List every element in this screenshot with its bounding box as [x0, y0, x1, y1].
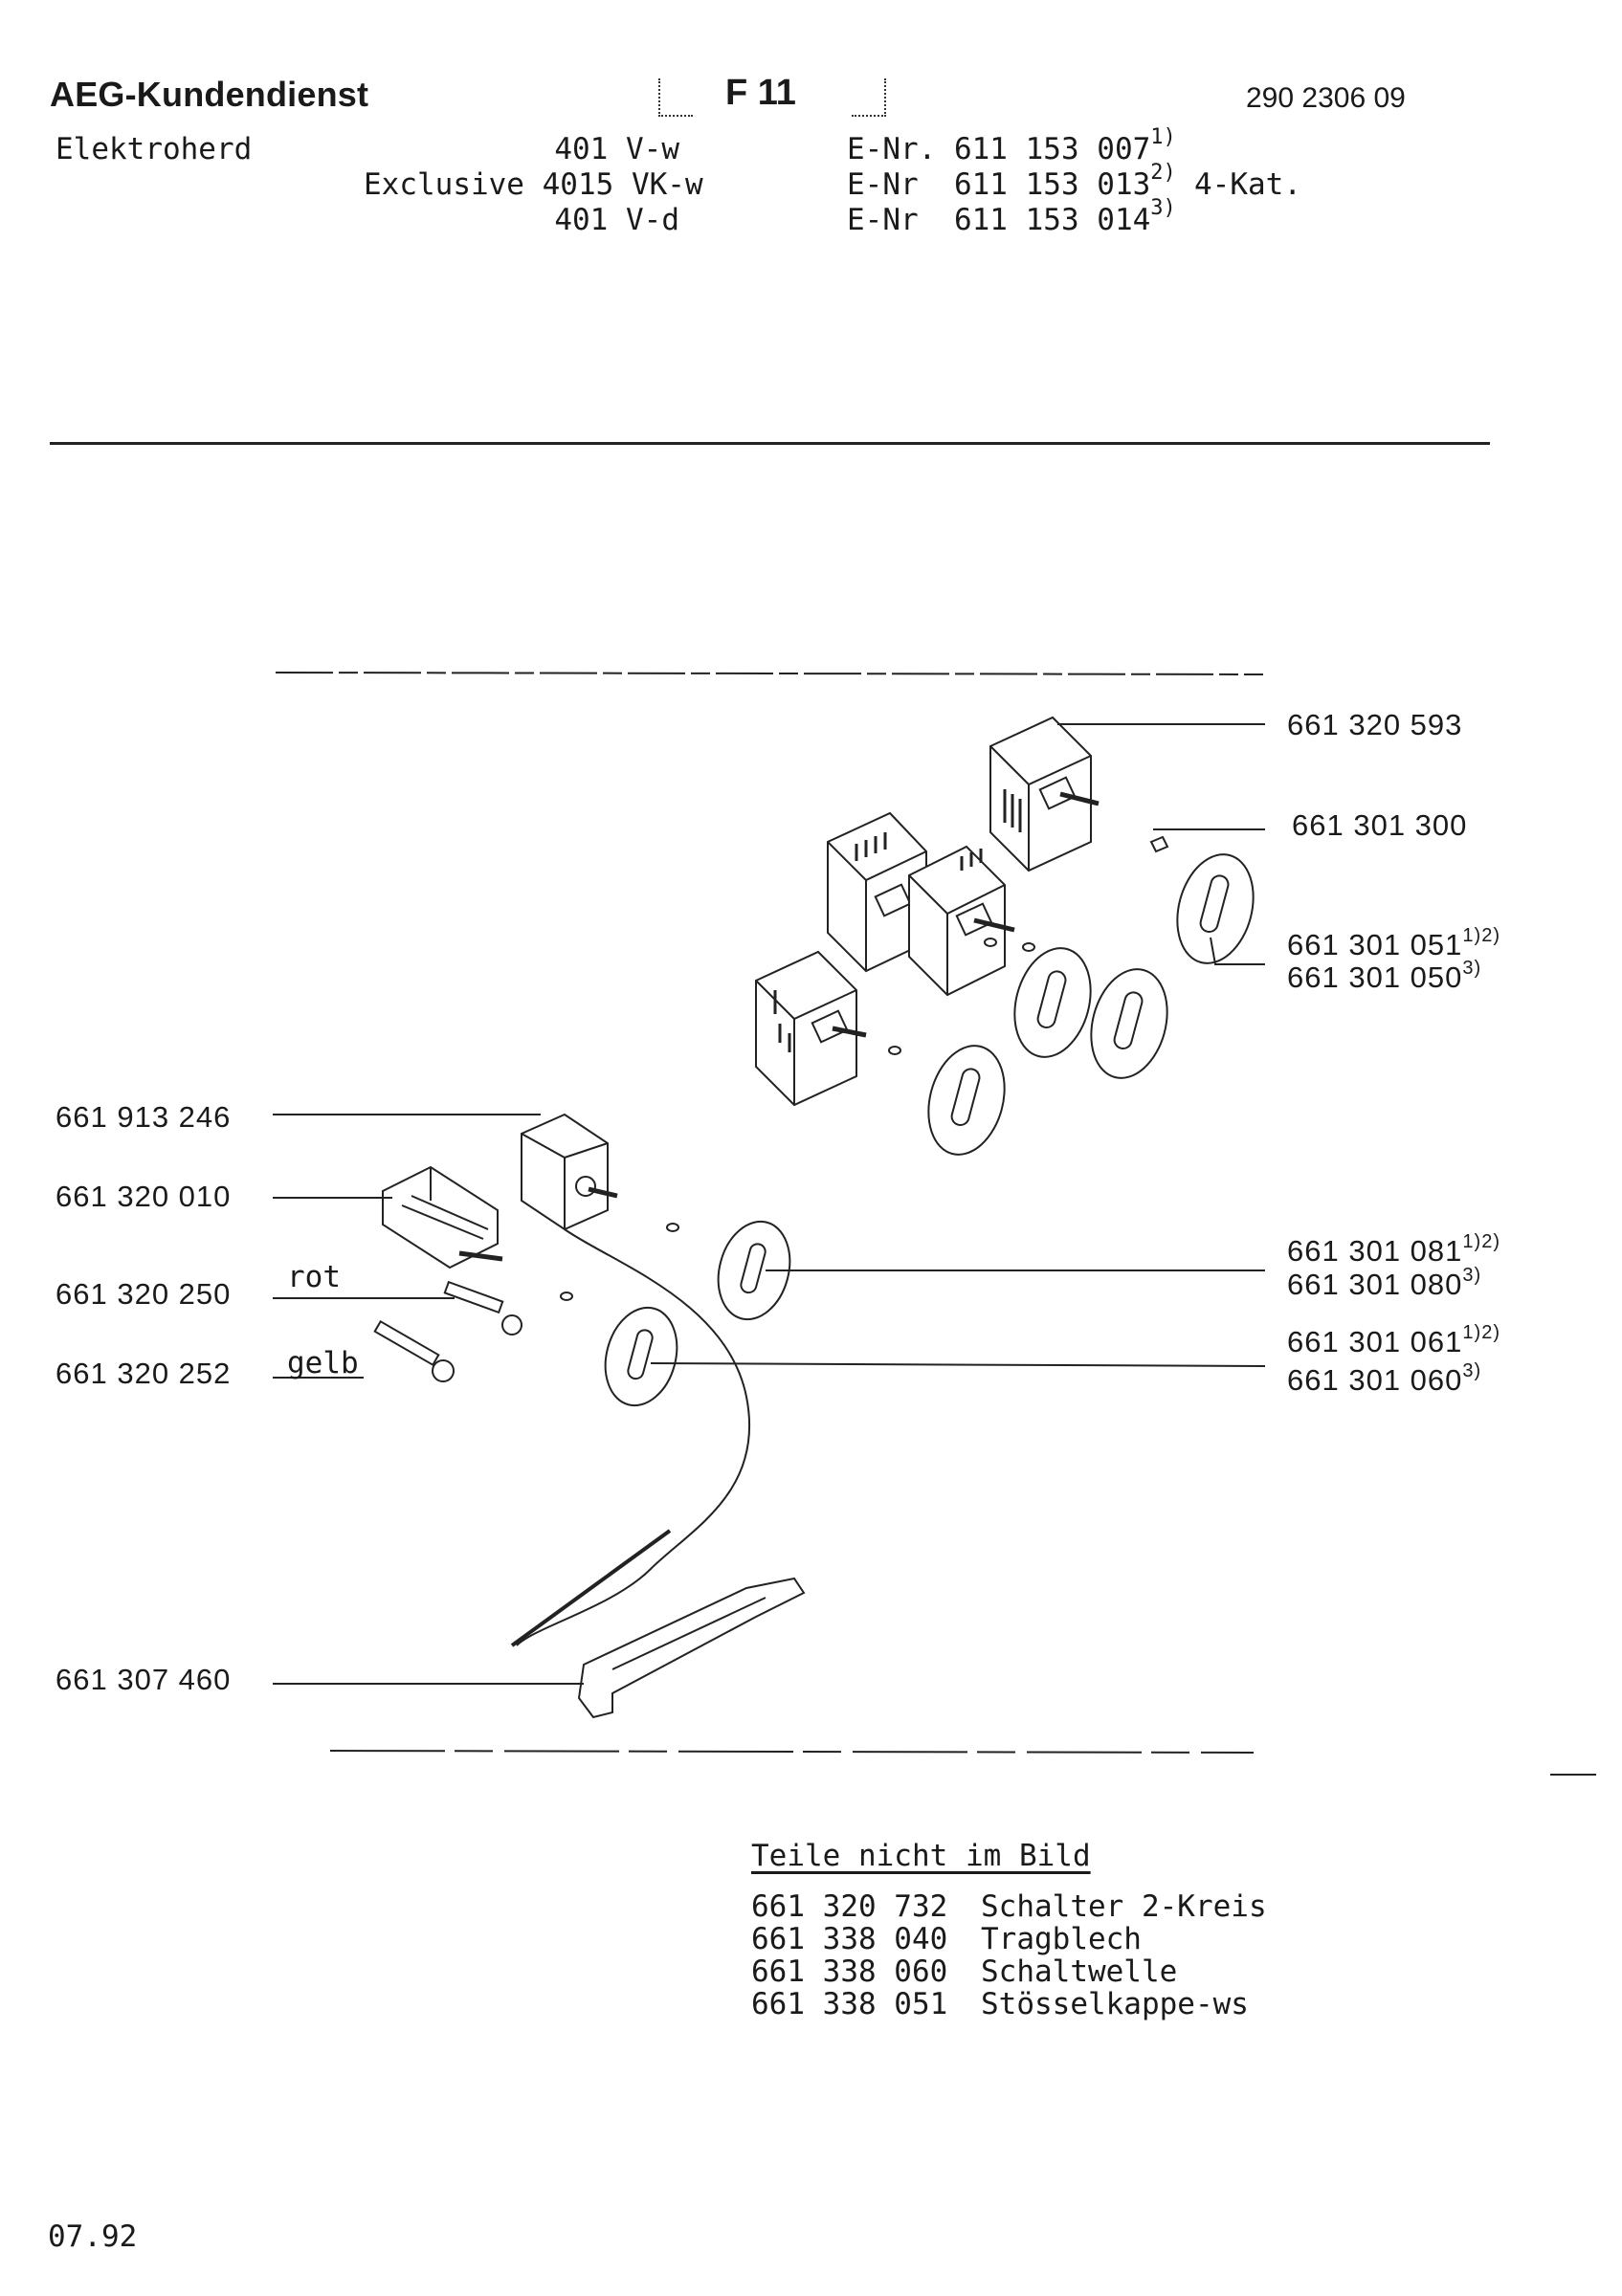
lamp-yellow	[373, 1319, 455, 1382]
parts-not-shown-title: Teile nicht im Bild	[751, 1839, 1091, 1873]
part-label-p3b: 661 301 0503)	[1287, 958, 1482, 994]
knob-mid-1	[1013, 947, 1092, 1058]
knob-front-2	[604, 1306, 678, 1407]
switch-middle-right	[908, 845, 1015, 997]
knob-lower	[927, 1045, 1006, 1156]
list-item-number: 661 338 060	[751, 1954, 948, 1989]
list-item-name: Schaltwelle	[981, 1954, 1178, 1989]
part-label-p4: 661 913 246	[56, 1100, 232, 1134]
switch-top-right	[989, 716, 1100, 872]
footer-date: 07.92	[48, 2219, 138, 2254]
lamp-red	[443, 1280, 522, 1336]
list-item-number: 661 338 040	[751, 1922, 948, 1956]
part-label-p2: 661 301 300	[1292, 808, 1468, 842]
part-label-p8a: 661 301 0811)2)	[1287, 1231, 1500, 1268]
model-name-1: 401 V-w	[554, 132, 679, 166]
switch-middle-left	[827, 811, 927, 973]
leader-p9	[650, 1362, 1266, 1367]
list-item-name: Schalter 2-Kreis	[981, 1889, 1267, 1924]
leader-p3	[1210, 937, 1265, 965]
color-label-yellow: gelb	[287, 1346, 359, 1380]
knob-mid-2	[1090, 968, 1168, 1079]
list-item-name: Stösselkappe-ws	[981, 1987, 1249, 2021]
sheet-code: F 11	[725, 73, 796, 113]
part-label-p7: 661 320 252	[56, 1357, 232, 1390]
model-name-3: 401 V-d	[554, 203, 679, 237]
part-label-p6: 661 320 250	[56, 1277, 232, 1311]
list-item-number: 661 338 051	[751, 1987, 948, 2021]
support-bracket	[577, 1577, 806, 1719]
header-divider	[50, 442, 1490, 445]
small-clip-part	[1149, 835, 1169, 853]
part-label-p5: 661 320 010	[56, 1180, 232, 1213]
list-item-name: Tragblech	[981, 1922, 1142, 1956]
knob-right-upper	[1176, 853, 1255, 964]
enr-3: E-Nr 611 153 0143)	[847, 196, 1176, 237]
code-bracket-left	[658, 78, 693, 117]
model-name-2: Exclusive 4015 VK-w	[364, 167, 703, 202]
category-label: 4-Kat.	[1194, 167, 1301, 202]
document-number: 290 2306 09	[1246, 82, 1406, 114]
code-bracket-right	[852, 78, 886, 117]
enr-2: E-Nr 611 153 0132)	[847, 161, 1176, 202]
list-item-number: 661 320 732	[751, 1889, 948, 1924]
part-label-p10: 661 307 460	[56, 1663, 232, 1696]
knob-front-1	[717, 1220, 791, 1321]
enr-1: E-Nr. 611 153 0071)	[847, 125, 1176, 166]
part-label-p8b: 661 301 0803)	[1287, 1265, 1482, 1301]
thermostat	[510, 1113, 751, 1647]
part-label-p9b: 661 301 0603)	[1287, 1360, 1482, 1397]
part-label-p1: 661 320 593	[1287, 708, 1463, 741]
color-label-red: rot	[287, 1260, 341, 1294]
appliance-type: Elektroherd	[56, 132, 253, 166]
terminal-block	[382, 1165, 503, 1269]
part-label-p9a: 661 301 0611)2)	[1287, 1322, 1500, 1358]
switch-lower-left	[755, 950, 867, 1107]
brand-title: AEG-Kundendienst	[50, 75, 369, 114]
part-label-p3a: 661 301 0511)2)	[1287, 925, 1500, 961]
